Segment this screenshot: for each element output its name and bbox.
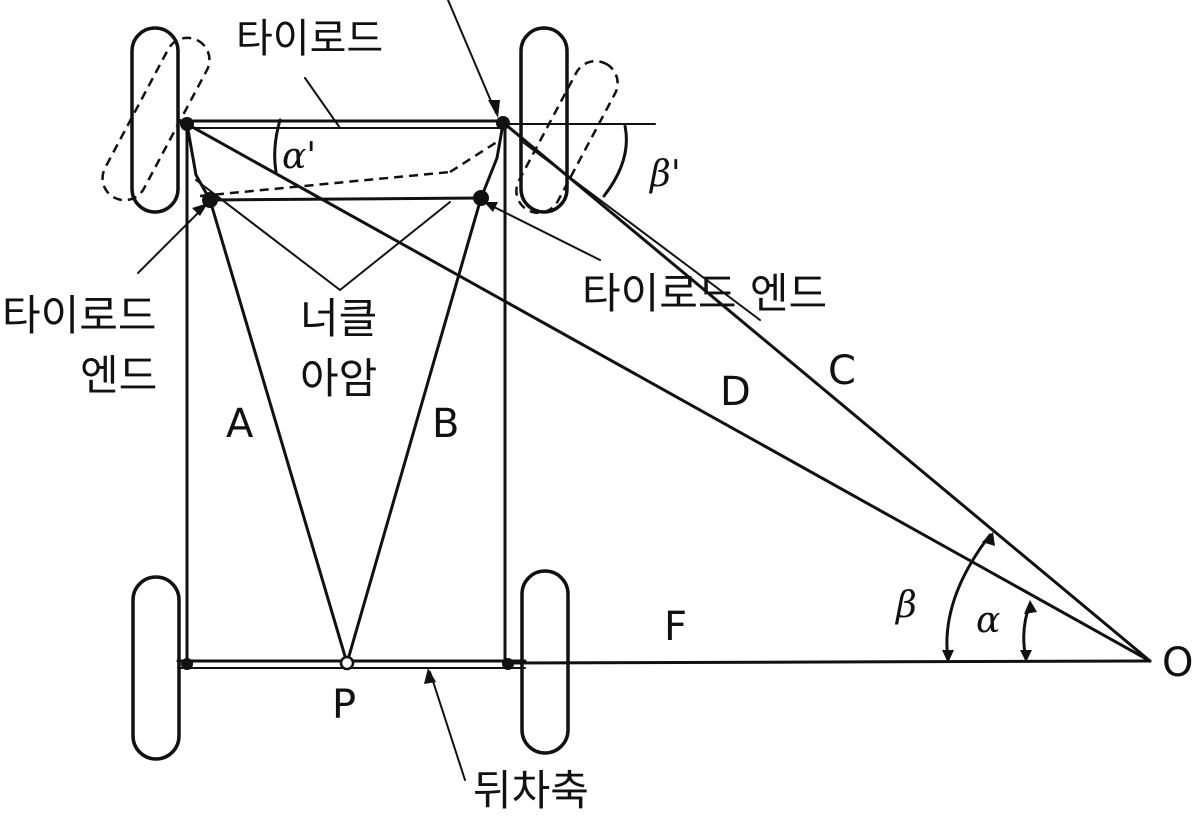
label-alpha: α (976, 600, 1000, 641)
left-knuckle-arm (185, 122, 212, 202)
beta-arrow-2 (942, 650, 954, 663)
label-tie-rod-end-left-line1: 타이로드 (2, 291, 157, 340)
kingpin-front-left (180, 117, 194, 131)
alpha-arrow-2 (1020, 650, 1032, 662)
leader-rear-axle (429, 671, 466, 781)
leader-knuckle-arm (195, 179, 451, 292)
label-P: P (332, 682, 356, 728)
tie-rod (208, 196, 483, 202)
tie-rod-end-right-dot (473, 190, 489, 206)
line-A (208, 198, 349, 665)
leader-tie-rod-end-left (137, 205, 206, 274)
leader-tie-rod-end-right (485, 202, 601, 261)
angle-beta-arc (945, 533, 992, 662)
alpha-arrow (1024, 600, 1037, 614)
label-tie-rod-top: 타이로드 (236, 16, 383, 62)
leader-left-arrowhead (192, 203, 208, 216)
rear-left-wheel (131, 575, 181, 761)
beta-arrow (982, 532, 995, 546)
label-knuckle-arm-line1: 너클 (300, 294, 377, 343)
right-knuckle-arm (479, 122, 505, 200)
point-P-marker (339, 655, 355, 671)
label-A: A (226, 401, 254, 447)
label-B: B (432, 401, 459, 447)
tie-rod-end-left-dot (202, 192, 218, 208)
label-knuckle-arm-line2: 아암 (300, 354, 377, 403)
label-O: O (1162, 640, 1193, 686)
tie-rod-turned (199, 170, 451, 198)
front-left-wheel-turned (101, 36, 211, 202)
rear-axle-left-dot (181, 658, 193, 670)
rear-axle-right-dot (502, 658, 514, 670)
leader-top-arrowhead (488, 100, 500, 118)
leader-right-arrowhead (484, 202, 498, 212)
right-knuckle-turned (449, 138, 501, 174)
angle-beta-prime-arc (602, 124, 628, 198)
angle-alpha-prime-arc (273, 118, 282, 174)
label-beta-prime: β' (648, 154, 681, 195)
leader-beta-prime (519, 139, 761, 321)
line-D (185, 122, 1152, 663)
front-right-wheel-turned (515, 59, 619, 215)
label-rear-axle: 뒤차축 (473, 766, 589, 815)
label-C: C (828, 348, 856, 394)
line-F (503, 659, 1152, 665)
line-C (503, 122, 1152, 663)
label-alpha-prime: α' (282, 136, 316, 177)
label-beta: β (894, 585, 917, 626)
label-tie-rod-end-left-line2: 엔드 (80, 351, 157, 400)
kingpin-front-right (496, 116, 510, 130)
label-F: F (664, 604, 687, 650)
label-D: D (720, 369, 751, 415)
front-left-wheel (130, 26, 180, 214)
leader-top-arrow (447, 0, 497, 114)
front-right-wheel (519, 26, 569, 214)
leader-rear-arrowhead (424, 668, 436, 684)
leader-tie-rod-top (304, 77, 341, 129)
label-tie-rod-end-right: 타이로드 엔드 (582, 269, 827, 318)
